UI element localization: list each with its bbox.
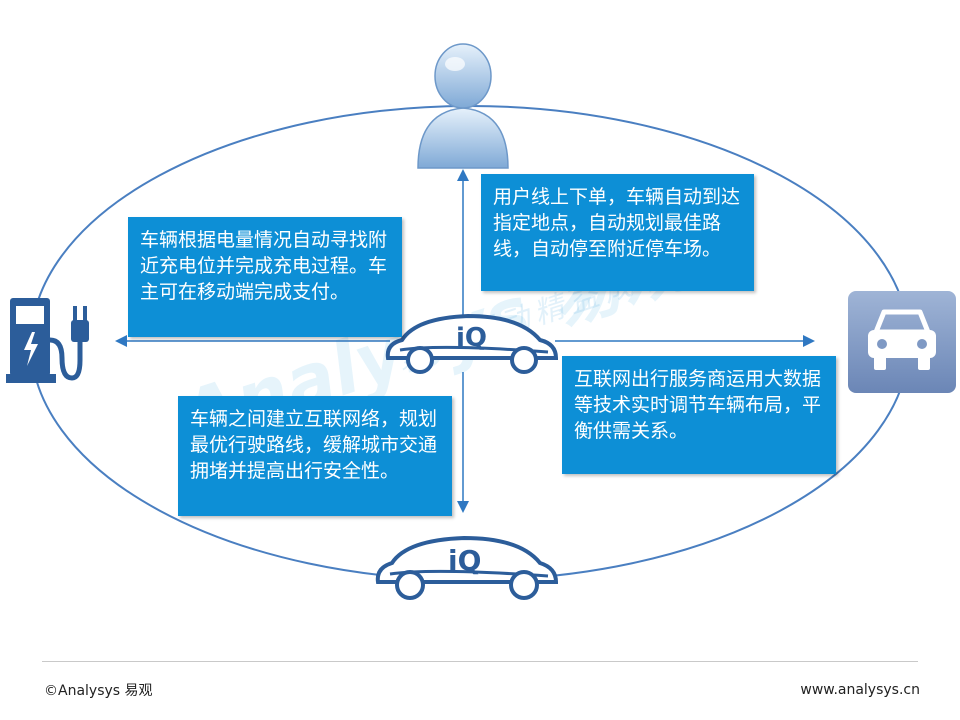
user-order-description-box: 用户线上下单，车辆自动到达指定地点，自动规划最佳路线，自动停至附近停车场。 bbox=[481, 174, 754, 291]
user-icon bbox=[417, 43, 509, 169]
vehicle-network-description-box: 车辆之间建立互联网络，规划最优行驶路线，缓解城市交通拥堵并提高出行安全性。 bbox=[178, 396, 452, 516]
footer-copyright: ©Analysys 易观 bbox=[44, 683, 153, 699]
smart-car-icon-bottom: iQ bbox=[375, 535, 559, 600]
car-tile-icon bbox=[848, 291, 956, 393]
car-logo-text-bottom: iQ bbox=[448, 544, 481, 577]
charging-station-icon bbox=[6, 298, 89, 383]
smart-car-icon-center: iQ bbox=[385, 313, 559, 374]
car-logo-text-center: iQ bbox=[456, 323, 487, 353]
charging-description-box: 车辆根据电量情况自动寻找附近充电位并完成充电过程。车主可在移动端完成支付。 bbox=[128, 217, 402, 337]
service-provider-description-box: 互联网出行服务商运用大数据等技术实时调节车辆布局，平衡供需关系。 bbox=[562, 356, 836, 474]
footer-divider bbox=[42, 661, 918, 662]
footer-website: www.analysys.cn bbox=[800, 682, 920, 698]
